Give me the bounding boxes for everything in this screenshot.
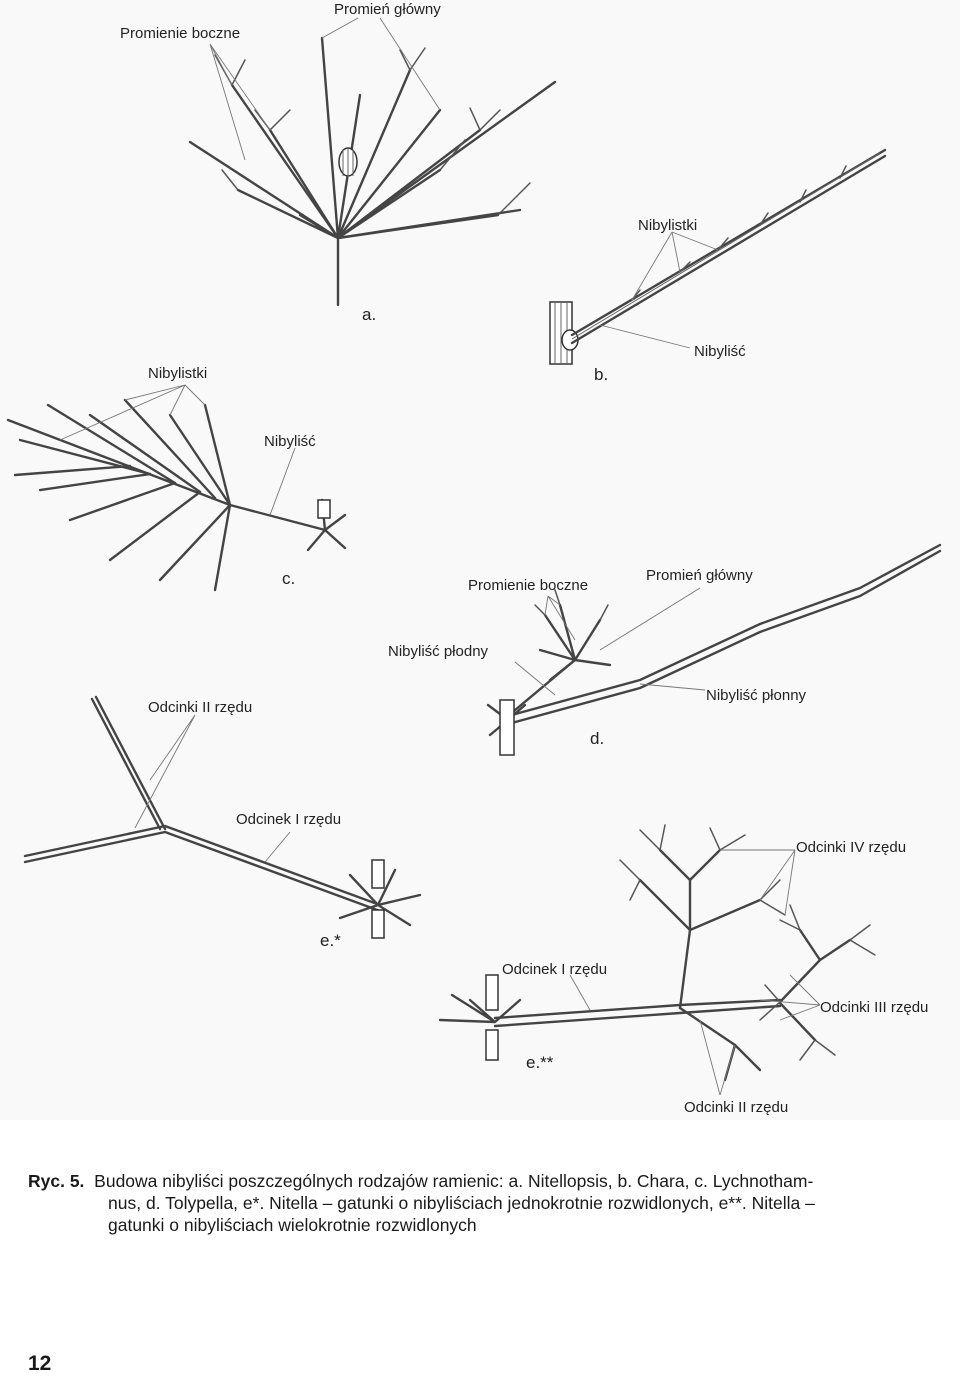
panel-label-c: c. <box>282 569 295 588</box>
label-nibylistki-c: Nibylistki <box>148 365 207 382</box>
label-promienie-boczne-d: Promienie boczne <box>468 577 588 594</box>
panel-b-drawing <box>549 148 887 365</box>
panel-a-drawing <box>188 17 557 307</box>
figure: Promienie boczne Promień główny a. Nibyl… <box>6 1 942 1116</box>
panel-label-b: b. <box>594 365 608 384</box>
caption-line-1: Budowa nibyliści poszczególnych rodzajów… <box>94 1171 814 1191</box>
caption-line-2: nus, d. Tolypella, e*. Nitella – gatunki… <box>108 1193 815 1213</box>
label-odcinki-ii-rzedu-e1: Odcinki II rzędu <box>148 699 252 716</box>
label-nibylisc-plonny: Nibyliść płonny <box>706 687 807 704</box>
caption-label: Ryc. 5. <box>28 1171 85 1191</box>
label-promienie-boczne-a: Promienie boczne <box>120 25 240 42</box>
panel-e2-drawing <box>438 824 876 1096</box>
panel-c-drawing <box>6 384 347 592</box>
figure-drawing: Promienie boczne Promień główny a. Nibyl… <box>6 1 942 1116</box>
label-nibylisc-plodny: Nibyliść płodny <box>388 643 489 660</box>
page-number: 12 <box>28 1352 52 1375</box>
panel-label-a: a. <box>362 305 376 324</box>
label-nibylisc-b: Nibyliść <box>694 343 746 360</box>
panel-label-d: d. <box>590 729 604 748</box>
panel-label-e1: e.* <box>320 931 341 950</box>
label-odcinki-ii-rzedu-e2: Odcinki II rzędu <box>684 1099 788 1116</box>
label-odcinek-i-rzedu-e1: Odcinek I rzędu <box>236 811 341 828</box>
panel-e1-drawing <box>23 695 422 939</box>
label-promien-glowny-a: Promień główny <box>334 1 441 18</box>
label-nibylisc-c: Nibyliść <box>264 433 316 450</box>
figure-caption: Ryc. 5. Budowa nibyliści poszczególnych … <box>28 1170 932 1236</box>
panel-label-e2: e.** <box>526 1053 554 1072</box>
label-odcinki-iv-rzedu: Odcinki IV rzędu <box>796 839 906 856</box>
caption-line-3: gatunki o nibyliściach wielokrotnie rozw… <box>108 1215 477 1235</box>
label-promien-glowny-d: Promień główny <box>646 567 753 584</box>
label-odcinek-i-rzedu-e2: Odcinek I rzędu <box>502 961 607 978</box>
label-nibylistki-b: Nibylistki <box>638 217 697 234</box>
panel-d-drawing <box>486 543 942 756</box>
label-odcinki-iii-rzedu: Odcinki III rzędu <box>820 999 928 1016</box>
